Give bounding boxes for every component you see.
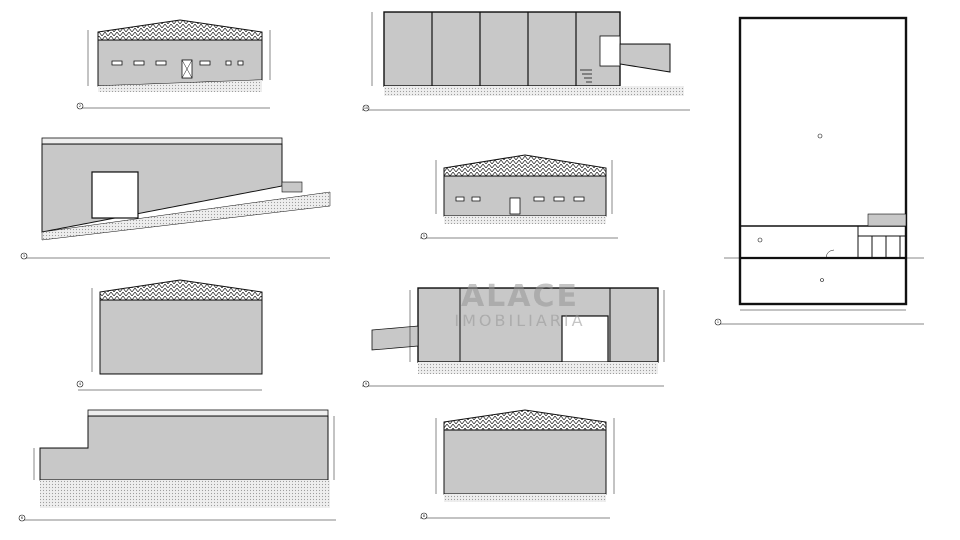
elevation-4	[76, 279, 263, 391]
drawing-number: 4	[79, 382, 81, 386]
elevation-5	[420, 154, 618, 240]
window-row	[111, 60, 244, 66]
elevation-10	[362, 11, 690, 112]
drawing-number: 1	[717, 320, 719, 324]
drawing-number: 2	[79, 104, 81, 108]
drawing-number: 9	[365, 382, 367, 386]
drawing-number: 3	[23, 254, 25, 258]
elevation-2	[76, 19, 271, 110]
drawing-number: 10	[364, 106, 368, 110]
drawing-number: 5	[423, 234, 425, 238]
elevation-8	[420, 409, 615, 520]
drawing-numbers: 2 10 1 3 4 9 5 6 8	[21, 104, 719, 520]
floor-plan-1	[714, 16, 924, 326]
drawing-number: 8	[423, 514, 425, 518]
elevation-6	[18, 409, 336, 522]
elevation-3	[20, 137, 331, 260]
drawing-number: 6	[21, 516, 23, 520]
elevation-9	[362, 287, 665, 388]
